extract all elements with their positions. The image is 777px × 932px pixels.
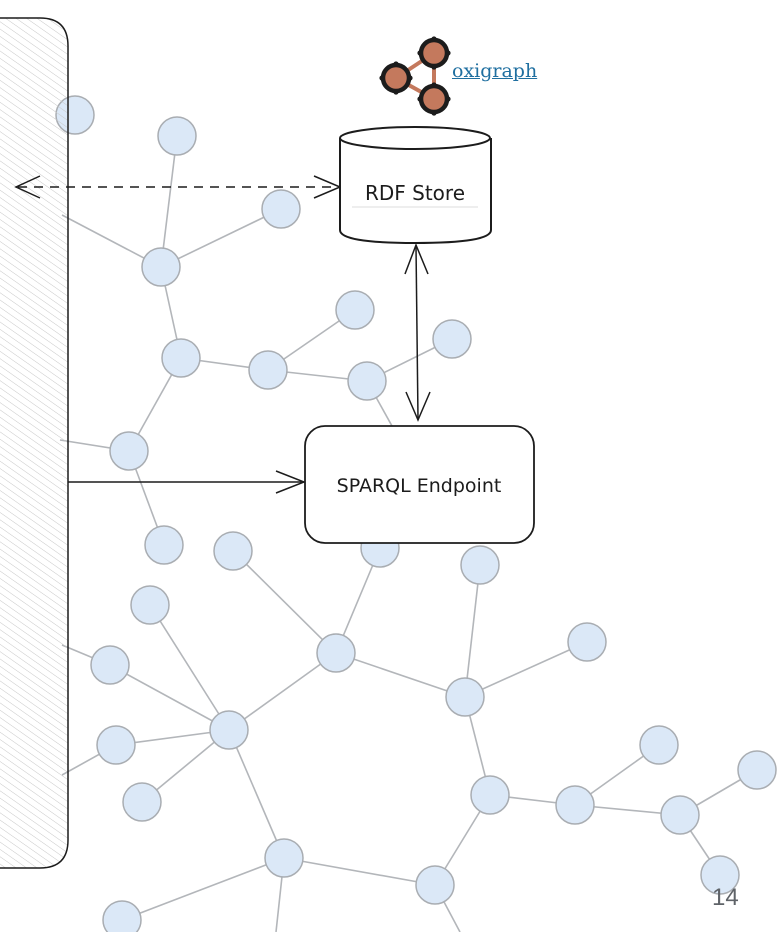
network-node <box>209 710 249 750</box>
sparql-endpoint-node: SPARQL Endpoint <box>304 425 535 544</box>
rdf-store-top <box>339 126 491 150</box>
network-edge <box>464 564 481 698</box>
network-node <box>470 775 510 815</box>
store-endpoint-arrow-bottom-head <box>405 391 431 422</box>
network-node <box>144 525 184 565</box>
network-node <box>432 319 472 359</box>
logo-node <box>417 82 451 116</box>
network-node <box>567 622 607 662</box>
query-arrow-head <box>275 470 307 494</box>
network-node <box>347 361 387 401</box>
logo-node <box>379 61 413 95</box>
network-node <box>264 838 304 878</box>
left-panel-border <box>0 17 69 869</box>
page-number: 14 <box>712 884 739 911</box>
store-endpoint-arrow-line <box>415 245 419 420</box>
network-edge <box>109 664 230 731</box>
network-edge <box>464 641 588 698</box>
query-arrow <box>68 470 307 494</box>
sparql-endpoint-box <box>304 425 535 544</box>
network-node <box>445 677 485 717</box>
network-edge <box>149 604 230 731</box>
network-edge <box>121 857 285 921</box>
network-node <box>555 785 595 825</box>
background-network <box>55 95 777 932</box>
network-edge <box>335 652 466 698</box>
rdf-store-label: RDF Store <box>365 181 465 205</box>
network-node <box>141 247 181 287</box>
network-edge <box>228 729 285 859</box>
oxigraph-logo <box>379 36 451 116</box>
network-edge <box>232 550 337 654</box>
network-node <box>261 189 301 229</box>
network-node <box>122 782 162 822</box>
network-node <box>660 795 700 835</box>
rdf-store-body <box>339 138 492 245</box>
oxigraph-link[interactable]: oxigraph <box>452 60 538 82</box>
network-node <box>130 585 170 625</box>
network-node <box>737 750 777 790</box>
network-node <box>102 900 142 932</box>
network-node <box>639 725 679 765</box>
network-edge <box>283 857 436 886</box>
sparql-endpoint-label: SPARQL Endpoint <box>337 475 502 497</box>
network-node <box>248 350 288 390</box>
network-nodes <box>55 95 777 932</box>
store-endpoint-arrow <box>404 242 431 422</box>
rdf-store-node: RDF Store <box>339 126 492 245</box>
network-node <box>213 531 253 571</box>
network-node <box>335 290 375 330</box>
network-node <box>161 338 201 378</box>
network-node <box>109 431 149 471</box>
logo-node <box>417 36 451 70</box>
network-node <box>316 633 356 673</box>
network-node <box>460 545 500 585</box>
network-edge <box>228 652 337 731</box>
network-node <box>415 865 455 905</box>
network-node <box>96 725 136 765</box>
network-node <box>90 645 130 685</box>
left-panel <box>0 17 69 869</box>
store-endpoint-arrow-top-head <box>404 242 429 275</box>
dashed-arrow-left-head <box>14 175 41 199</box>
left-panel-hatch <box>0 18 68 868</box>
network-edge <box>160 135 178 268</box>
network-node <box>157 116 197 156</box>
network-edge <box>160 208 282 268</box>
network-node <box>700 855 740 895</box>
